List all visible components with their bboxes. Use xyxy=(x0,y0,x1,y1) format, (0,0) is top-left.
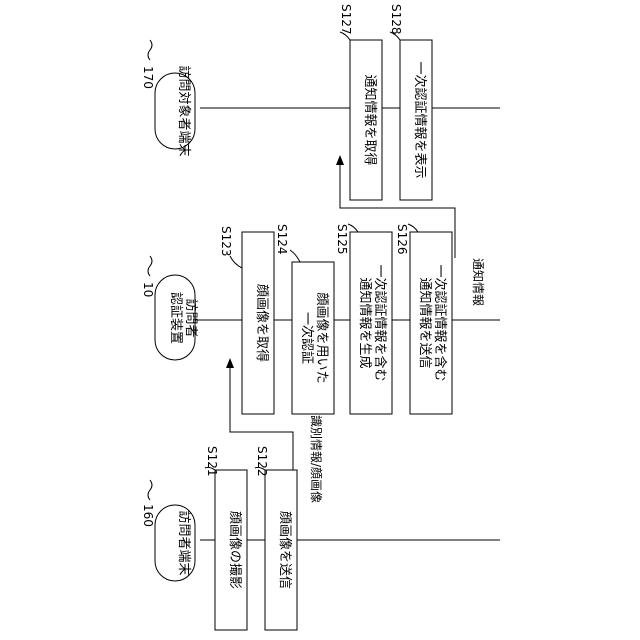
step-text-S123: 顔画像を取得 xyxy=(254,284,270,362)
step-S126: 一次認証情報を含む 通知情報を送信 S126 xyxy=(395,224,452,414)
step-id-S126: S126 xyxy=(395,224,409,255)
step-S121: 顔画像の撮影 S121 xyxy=(205,446,247,630)
step-text-S121: 顔画像の撮影 xyxy=(227,511,243,589)
step-id-S123: S123 xyxy=(219,226,233,257)
lane-title-160: 訪問者端末 xyxy=(176,510,192,575)
step-S128: 一次認証情報を表示 S128 xyxy=(389,4,432,200)
message-label-2: 通知情報 xyxy=(471,258,485,306)
step-id-S121: S121 xyxy=(205,446,219,477)
step-text-S125-line2: 通知情報を生成 xyxy=(357,277,373,368)
step-S127: 通知情報を取得 S127 xyxy=(339,4,382,200)
lane-ref-170: 170 xyxy=(141,66,155,89)
lane-ref-160: 160 xyxy=(141,504,155,527)
step-id-S125: S125 xyxy=(335,224,349,255)
step-text-S124-line1: 顔画像を用いた xyxy=(314,292,329,383)
step-text-S126-line2: 通知情報を送信 xyxy=(417,277,433,368)
lane-ref-10: 10 xyxy=(141,282,155,297)
step-id-S128: S128 xyxy=(389,4,403,35)
lane-title-10-line2: 認証装置 xyxy=(168,292,184,344)
message-label-1: 識別情報/顔画像 xyxy=(309,415,324,503)
lane-ref-leader-170 xyxy=(148,40,152,60)
lane-ref-leader-10 xyxy=(148,256,152,276)
step-S125: 一次認証情報を含む 通知情報を生成 S125 xyxy=(335,224,392,414)
step-id-S122: S122 xyxy=(255,446,269,477)
step-id-S124: S124 xyxy=(275,224,289,255)
lane-header-170: 訪問対象者端末 170 xyxy=(141,40,195,157)
step-text-S127: 通知情報を取得 xyxy=(362,74,378,165)
step-S124: 顔画像を用いた 一次認証 S124 xyxy=(275,224,334,414)
lane-header-160: 訪問者端末 160 xyxy=(141,480,195,581)
lane-title-170: 訪問対象者端末 xyxy=(176,65,192,156)
step-S122: 顔画像を送信 S122 xyxy=(255,446,297,630)
lane-ref-leader-160 xyxy=(148,480,152,500)
step-text-S128: 一次認証情報を表示 xyxy=(412,61,428,178)
step-text-S122: 顔画像を送信 xyxy=(277,511,292,589)
step-id-S127: S127 xyxy=(339,4,353,35)
step-text-S125-line1: 一次認証情報を含む xyxy=(372,264,388,381)
step-text-S126-line1: 一次認証情報を含む xyxy=(432,264,448,381)
lane-title-10-line1: 訪問者 xyxy=(183,298,199,337)
lane-header-10: 訪問者 認証装置 10 xyxy=(141,256,199,360)
step-text-S124-line2: 一次認証 xyxy=(299,312,315,364)
